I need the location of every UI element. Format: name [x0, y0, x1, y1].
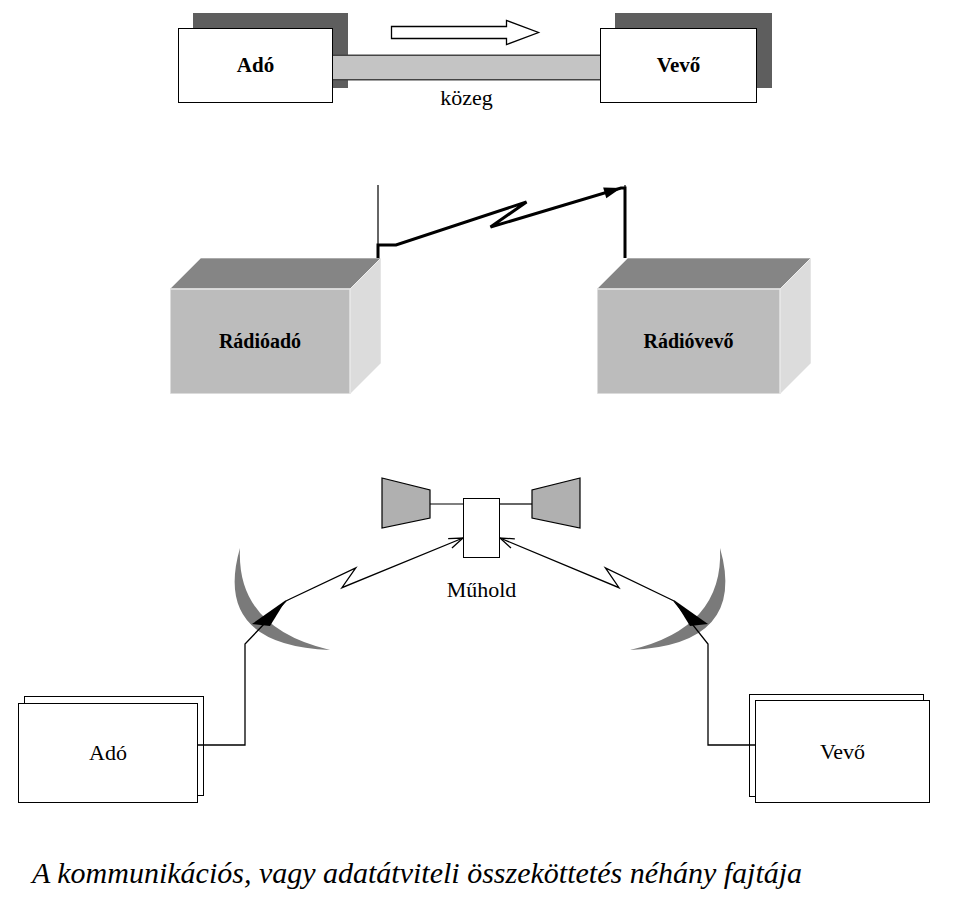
dish-feed — [252, 600, 286, 626]
top-face — [170, 258, 381, 289]
connector — [333, 21, 600, 68]
transmitter-box: Adó — [178, 28, 333, 103]
medium-label: közeg — [440, 85, 493, 111]
node-label: Vevő — [820, 739, 865, 765]
panel-arm — [430, 503, 463, 504]
node-label: Rádióadó — [219, 330, 301, 353]
front-face: Rádióadó — [170, 289, 350, 394]
direction-arrow — [392, 21, 539, 45]
solar-panel — [532, 478, 580, 528]
radio-wave — [378, 188, 625, 258]
node-label: Adó — [89, 740, 127, 766]
receiver-box: Vevő — [600, 28, 757, 103]
arrowhead — [500, 538, 515, 548]
node-label: Műhold — [447, 577, 517, 603]
signal-link — [500, 538, 755, 745]
dish-antenna — [630, 548, 725, 650]
front-face: Rádióvevő — [597, 289, 780, 394]
box-3d-outline — [170, 258, 381, 394]
connector — [198, 538, 463, 745]
top-face — [597, 258, 811, 289]
signal-link — [198, 538, 463, 745]
radio-transmitter: Rádióadó — [170, 258, 381, 394]
box-3d-outline — [597, 258, 811, 394]
side-face — [350, 258, 381, 394]
front-face-fill — [597, 289, 780, 394]
connector — [378, 188, 625, 258]
panel-arm — [500, 503, 532, 504]
radio-receiver: Rádióvevő — [597, 258, 811, 394]
arrowhead — [603, 188, 621, 199]
node-label: Rádióvevő — [644, 330, 734, 353]
node-label: Adó — [237, 53, 274, 78]
satellite-body: Műhold — [463, 498, 500, 558]
medium-band-edge — [333, 55, 600, 81]
dish-antenna — [235, 548, 330, 650]
side-face — [780, 258, 811, 394]
solar-panel — [382, 478, 430, 528]
receiver-box: Vevő — [755, 700, 930, 803]
connector — [500, 538, 755, 745]
node-label: Vevő — [657, 53, 701, 78]
arrowhead — [448, 538, 463, 548]
transmitter-box: Adó — [18, 703, 198, 803]
figure-caption: A kommunikációs, vagy adatátviteli össze… — [32, 856, 802, 890]
medium-band — [333, 56, 600, 79]
front-face-fill — [170, 289, 350, 394]
